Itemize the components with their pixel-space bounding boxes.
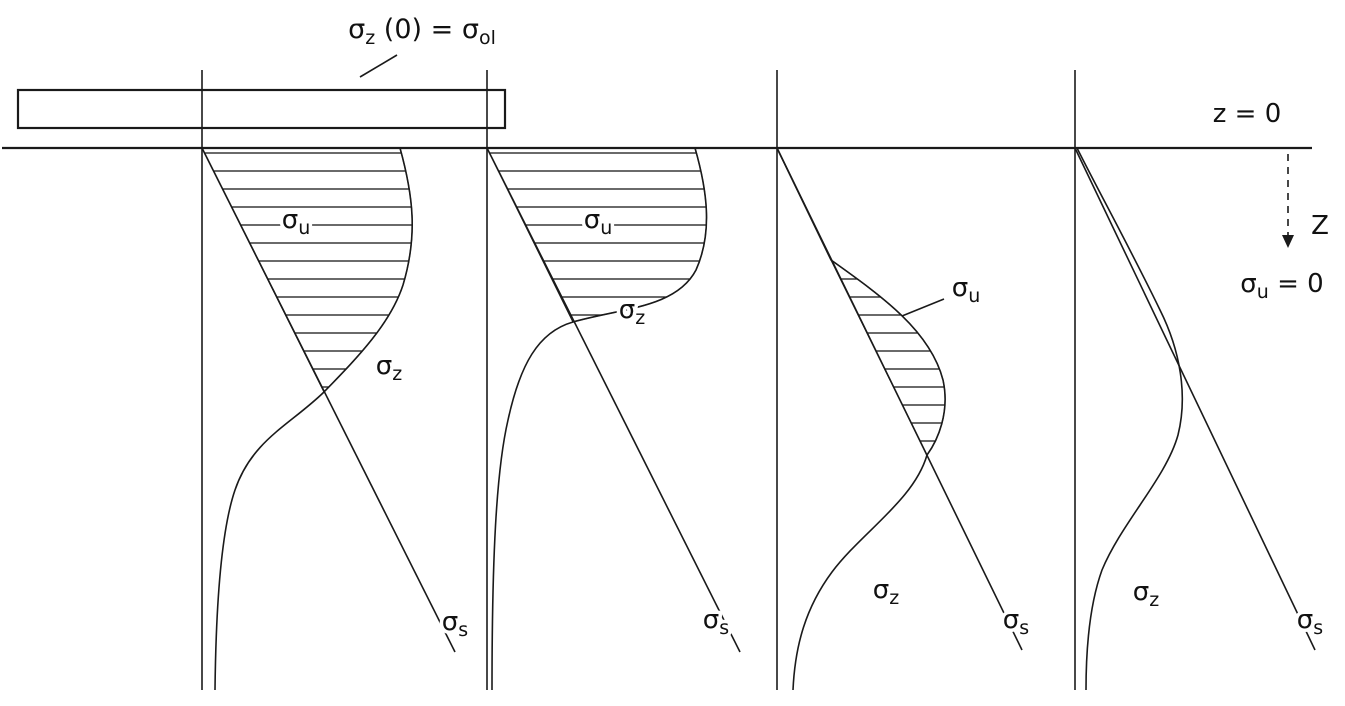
panel-3-pore-pressure-region	[830, 259, 946, 457]
pore-pressure-zero-label: σu = 0	[1240, 269, 1323, 303]
panel-3-sigma-z-curve	[776, 147, 946, 691]
load-equation-pointer-line	[359, 54, 398, 78]
panel-2-sigma-s-label: σs	[703, 605, 729, 639]
panel-3-sigma-u-pointer-line	[901, 298, 945, 317]
panel-3-sigma-z-label: σz	[873, 575, 899, 609]
panel-3-sigma-u-label: σu	[952, 273, 981, 307]
panel-2-sigma-z-curve	[491, 147, 708, 691]
panel-4-sigma-z-label: σz	[1133, 577, 1159, 611]
surcharge-load-rectangle	[16, 88, 507, 130]
load-equation-label: σz (0) = σol	[348, 14, 496, 49]
panel-1-sigma-z-curve	[214, 147, 414, 691]
panel-1-sigma-z-label: σz	[376, 351, 402, 385]
panel-2-sigma-s-line	[486, 147, 741, 653]
panel-1-sigma-u-label: σu	[282, 205, 311, 239]
depth-axis-arrowhead-icon	[1282, 235, 1294, 248]
surface-level-label: z = 0	[1213, 99, 1282, 129]
panel-4-sigma-s-label: σs	[1297, 605, 1323, 639]
panel-4-sigma-z-curve	[1076, 147, 1184, 691]
panel-1-sigma-s-line	[201, 147, 456, 653]
panel-3-sigma-s-label: σs	[1003, 605, 1029, 639]
panel-1-sigma-s-label: σs	[442, 607, 468, 641]
panel-2-sigma-u-label: σu	[584, 205, 613, 239]
panel-2-pore-pressure-region	[486, 147, 708, 323]
depth-axis-label: Z	[1311, 211, 1329, 241]
panel-4-sigma-s-line	[1074, 147, 1316, 651]
panel-2-sigma-z-label: σz	[619, 295, 645, 329]
